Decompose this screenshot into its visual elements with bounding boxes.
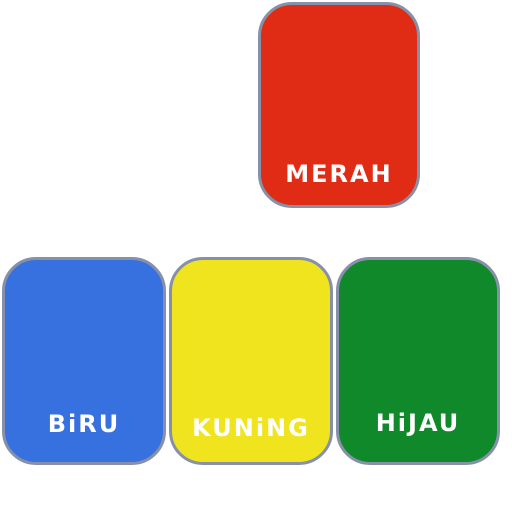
color-card-biru[interactable]: BiRU [2,257,166,465]
color-card-merah[interactable]: MERAH [258,2,420,208]
color-card-label-merah: MERAH [285,160,393,188]
color-card-label-kuning: KUNiNG [192,414,310,442]
color-card-label-hijau: HiJAU [375,409,461,437]
color-card-kuning[interactable]: KUNiNG [169,257,333,465]
color-card-hijau[interactable]: HiJAU [336,257,500,465]
color-card-label-biru: BiRU [47,410,121,438]
